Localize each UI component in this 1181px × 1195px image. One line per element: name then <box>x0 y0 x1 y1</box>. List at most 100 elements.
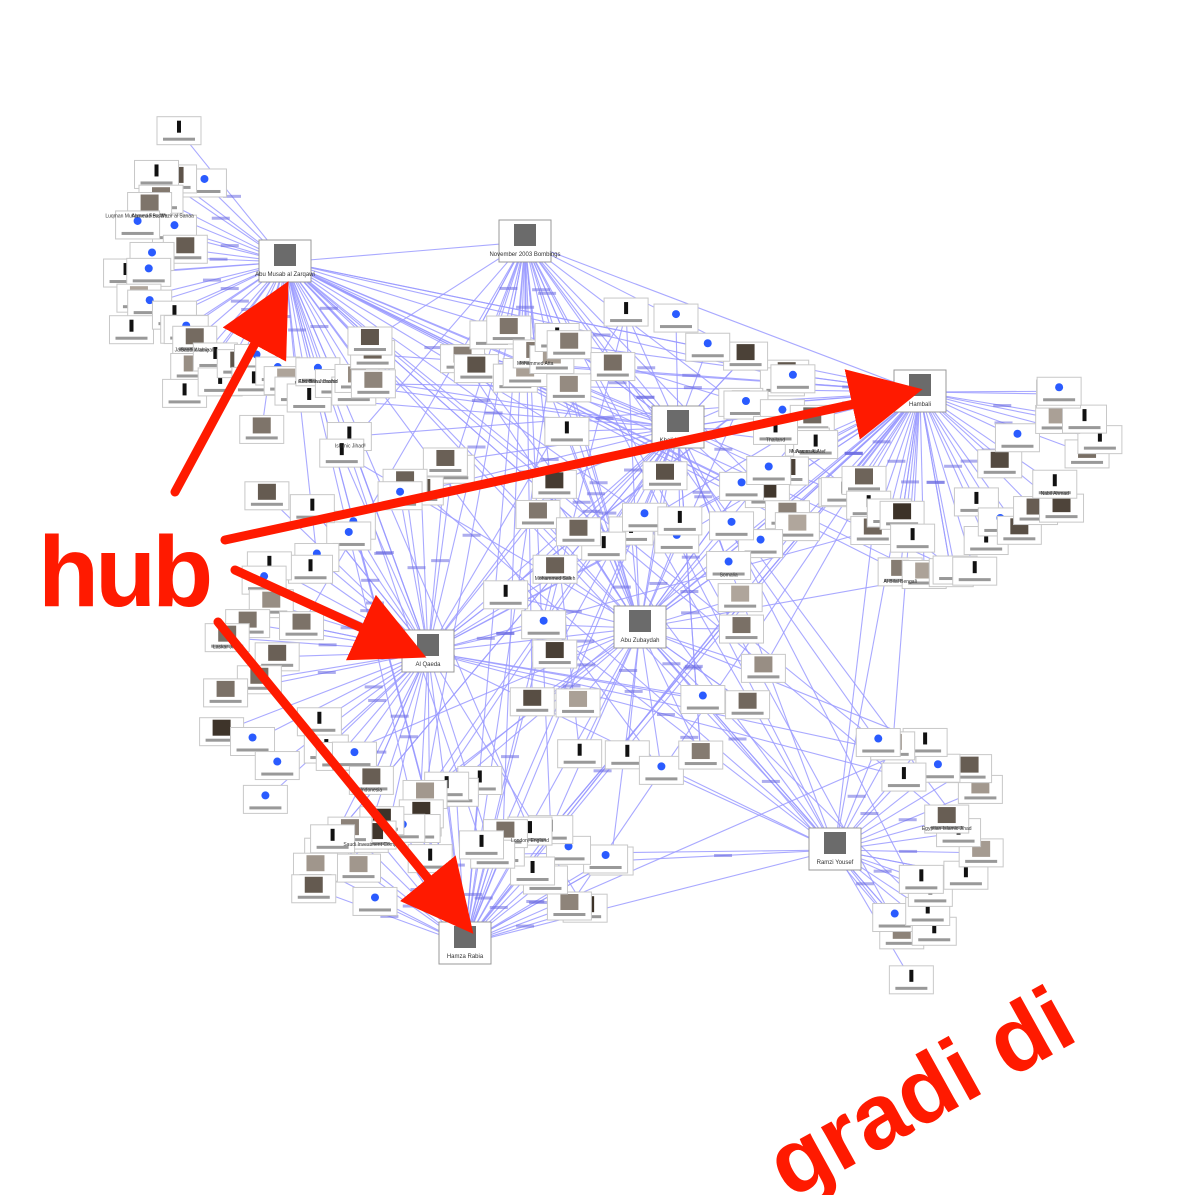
node-card[interactable] <box>422 447 468 477</box>
node-caption-mark <box>492 337 525 341</box>
node-card[interactable] <box>793 430 839 460</box>
node-card[interactable] <box>1032 469 1078 499</box>
node-card[interactable] <box>709 511 755 541</box>
node-card[interactable] <box>244 481 290 511</box>
node-card[interactable] <box>203 678 249 708</box>
edge-label <box>993 404 1012 408</box>
node-card[interactable] <box>319 438 365 468</box>
node-card[interactable] <box>977 449 1023 479</box>
node-card[interactable] <box>459 830 505 860</box>
node-card[interactable] <box>115 210 161 240</box>
node-caption-mark <box>460 375 493 379</box>
node-card[interactable] <box>653 303 699 333</box>
node-card[interactable] <box>841 465 887 495</box>
node-card[interactable] <box>1039 493 1085 523</box>
node-card[interactable] <box>347 326 393 356</box>
edge-label <box>855 882 874 886</box>
node-card[interactable] <box>924 804 970 834</box>
node-card[interactable] <box>521 610 567 640</box>
node-card[interactable] <box>718 614 764 644</box>
node-card[interactable] <box>230 726 276 756</box>
node-card[interactable] <box>953 487 999 517</box>
edge-label <box>681 555 700 559</box>
node-card[interactable] <box>958 838 1004 868</box>
photo-icon <box>416 782 435 799</box>
node-card[interactable] <box>254 751 300 781</box>
node-card[interactable] <box>242 784 288 814</box>
node-card[interactable] <box>336 853 382 883</box>
node-card[interactable] <box>740 653 786 683</box>
node-card[interactable] <box>725 690 771 720</box>
node-card[interactable] <box>590 352 636 382</box>
node-card[interactable] <box>532 639 578 669</box>
node-caption-mark <box>553 913 586 917</box>
node-card[interactable] <box>1036 376 1082 406</box>
node-card[interactable] <box>855 728 901 758</box>
node-card[interactable] <box>239 414 285 444</box>
node-card[interactable] <box>888 965 934 995</box>
node-card[interactable] <box>546 373 592 403</box>
node-card[interactable] <box>108 315 154 345</box>
node-caption: Thailand <box>766 437 785 443</box>
person-icon <box>972 561 977 574</box>
hub-node[interactable]: Ramzi Yousef <box>808 827 862 871</box>
node-card[interactable] <box>546 891 592 921</box>
node-card[interactable] <box>717 583 763 613</box>
node-card[interactable] <box>156 116 202 146</box>
hub-node[interactable]: Abu Musab al Zarqawi <box>255 239 315 283</box>
node-card[interactable] <box>288 554 334 584</box>
node-card[interactable] <box>310 824 356 854</box>
node-card[interactable] <box>291 874 337 904</box>
node-card[interactable] <box>746 455 792 485</box>
node-card[interactable] <box>279 611 325 641</box>
node-card[interactable] <box>126 257 172 287</box>
edge-label <box>873 869 892 873</box>
node-card[interactable] <box>952 556 998 586</box>
node-card[interactable] <box>544 416 590 446</box>
edge-label <box>714 854 733 858</box>
hub-node[interactable]: Hamza Rabia <box>438 921 492 965</box>
node-card[interactable] <box>509 687 555 717</box>
node-card[interactable] <box>532 554 578 584</box>
dot-icon <box>1055 383 1064 392</box>
edge-label <box>649 581 668 585</box>
edge-label <box>684 664 703 668</box>
node-card[interactable] <box>546 330 592 360</box>
node-card[interactable] <box>678 740 724 770</box>
edge-label <box>317 670 336 674</box>
node-card[interactable] <box>350 369 396 399</box>
photo-icon <box>523 689 542 706</box>
node-card[interactable] <box>1061 404 1107 434</box>
node-card[interactable] <box>881 762 927 792</box>
node-card[interactable] <box>515 499 561 529</box>
node-card[interactable] <box>555 517 601 547</box>
edge-label <box>598 511 617 515</box>
node-card[interactable] <box>770 364 816 394</box>
node-card[interactable] <box>557 739 603 769</box>
node-card[interactable] <box>134 159 180 189</box>
person-icon <box>625 744 630 757</box>
node-card[interactable] <box>723 341 769 371</box>
node-card[interactable] <box>898 864 944 894</box>
node-card[interactable] <box>531 469 577 499</box>
hub-node[interactable]: Abu Zubaydah <box>613 605 667 649</box>
hub-label: hub <box>38 516 209 628</box>
node-card[interactable] <box>638 755 684 785</box>
node-card[interactable] <box>352 886 398 916</box>
node-card[interactable] <box>483 580 529 610</box>
hub-node[interactable]: November 2003 Bombings <box>489 219 561 263</box>
node-card[interactable] <box>642 461 688 491</box>
person-icon <box>910 528 915 541</box>
node-caption-mark <box>463 787 496 791</box>
node-card[interactable] <box>890 523 936 553</box>
node-card[interactable] <box>680 685 726 715</box>
node-card[interactable] <box>685 332 731 362</box>
node-card[interactable] <box>555 688 601 718</box>
node-card[interactable] <box>603 297 649 327</box>
node-card[interactable] <box>453 354 499 384</box>
node-card[interactable] <box>486 315 532 345</box>
node-card[interactable] <box>994 423 1040 453</box>
node-caption-mark <box>896 545 929 549</box>
node-card[interactable] <box>657 506 703 536</box>
node-card[interactable] <box>706 551 752 581</box>
